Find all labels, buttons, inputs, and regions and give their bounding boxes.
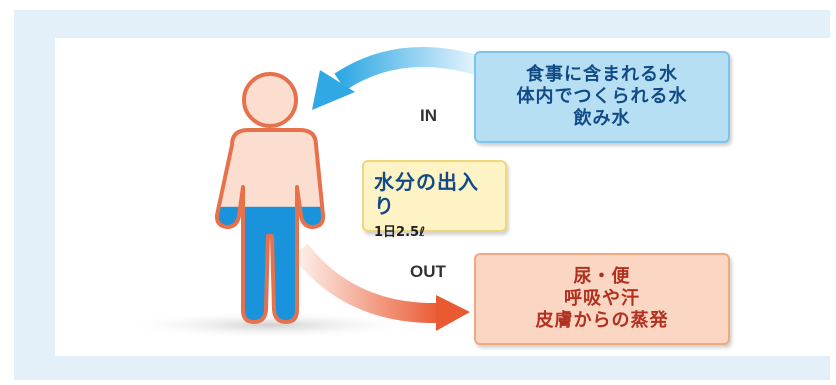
intake-item: 体内でつくられる水 [516,86,688,108]
balance-box: 水分の出入り 1日2.5ℓ [362,160,507,240]
output-item: 皮膚からの蒸発 [535,309,669,331]
balance-amount: 1日2.5ℓ [374,224,426,240]
intake-item: 飲み水 [573,107,631,129]
intake-box: 食事に含まれる水 体内でつくられる水 飲み水 [474,51,730,143]
curved-arrow-right-icon [292,243,470,331]
output-item: 呼吸や汗 [564,288,640,310]
out-label: OUT [410,262,446,281]
in-label: IN [420,106,437,125]
balance-title: 水分の出入り [374,170,479,219]
intake-item: 食事に含まれる水 [526,64,678,86]
human-water-figure-icon [214,72,326,324]
ground-shadow [120,311,420,339]
output-box: 尿・便 呼吸や汗 皮膚からの蒸発 [474,253,730,345]
output-item: 尿・便 [573,266,631,288]
curved-arrow-left-icon [312,47,483,110]
